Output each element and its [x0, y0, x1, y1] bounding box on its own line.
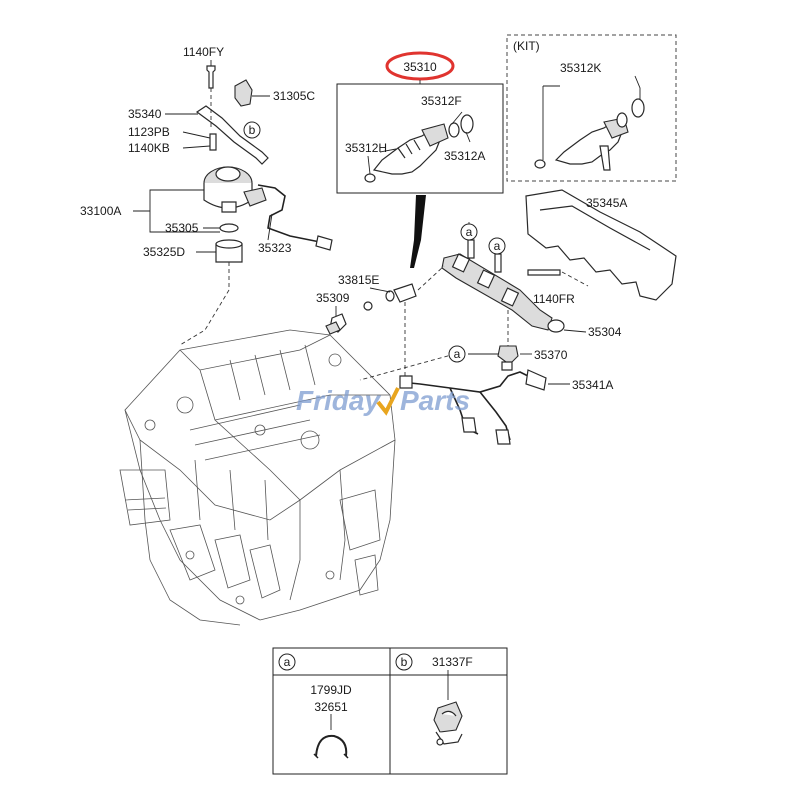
label-35370: 35370 [534, 348, 568, 362]
legend-part-32651: 32651 [314, 700, 348, 714]
label-1140FR: 1140FR [533, 292, 575, 306]
kit-title: (KIT) [513, 39, 540, 53]
label-35309: 35309 [316, 291, 350, 305]
fuel-rail-assembly [325, 189, 677, 380]
watermark-check-icon [376, 387, 400, 416]
label-33815E: 33815E [338, 273, 379, 287]
svg-text:a: a [494, 239, 501, 253]
label-1140FY: 1140FY [183, 45, 224, 59]
label-35305: 35305 [165, 221, 199, 235]
watermark-part-2: Parts [400, 385, 470, 416]
kit-box: (KIT) [506, 34, 677, 182]
watermark-part-1: Friday [296, 385, 381, 416]
detail-pointer-arrow [410, 195, 426, 268]
legend-part-1799JD: 1799JD [310, 683, 352, 697]
legend-tag-b: b [401, 655, 408, 669]
ref-tag-a-rail: a a a [448, 223, 506, 363]
label-35312H: 35312H [345, 141, 387, 155]
label-1123PB: 1123PB [128, 125, 170, 139]
label-35310: 35310 [403, 60, 437, 74]
legend-table: a 1799JD 32651 b 31337F [272, 647, 508, 775]
ref-tag-b-pump: b [243, 121, 261, 139]
label-35345A: 35345A [586, 196, 627, 210]
part-labels: 1140FY 31305C 35340 1123PB 1140KB 33100A… [80, 45, 627, 392]
injector-detail-box [336, 83, 504, 194]
label-35312A: 35312A [444, 149, 485, 163]
label-35312F: 35312F [421, 94, 462, 108]
watermark-logo: Friday Parts [296, 385, 470, 416]
highlight-ring [385, 51, 455, 81]
label-33100A: 33100A [80, 204, 121, 218]
ref-tag-b-label: b [249, 123, 256, 137]
svg-text:a: a [466, 225, 473, 239]
clamp-icon [433, 701, 463, 746]
engine-block-illustration [119, 329, 396, 626]
label-35304: 35304 [588, 325, 622, 339]
legend-tag-a: a [284, 655, 291, 669]
label-35340: 35340 [128, 107, 162, 121]
label-35323: 35323 [258, 241, 292, 255]
clip-icon [315, 734, 348, 757]
label-35341A: 35341A [572, 378, 613, 392]
label-1140KB: 1140KB [128, 141, 170, 155]
highlighted-part-callout: 35310 [385, 51, 455, 84]
label-35325D: 35325D [143, 245, 185, 259]
injector-wiring-harness [399, 369, 570, 445]
high-pressure-pump-assembly [179, 65, 333, 346]
label-31305C: 31305C [273, 89, 315, 103]
fuel-pressure-sensor [359, 310, 532, 381]
legend-part-31337F: 31337F [432, 655, 473, 669]
svg-text:a: a [454, 347, 461, 361]
label-35312K: 35312K [560, 61, 601, 75]
